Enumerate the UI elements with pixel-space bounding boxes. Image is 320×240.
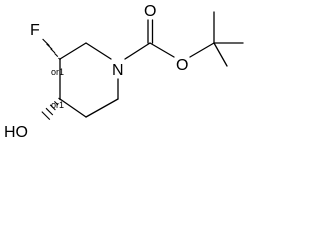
bond-c6-c5: [85, 98, 119, 118]
bond-c3-c2: [59, 42, 87, 60]
atom-hydroxyl: HO: [4, 124, 28, 138]
stereo-flag-c4: or1: [51, 100, 64, 110]
bond-carbonyl-c-ester-o: [149, 42, 175, 58]
atom-carbonyl-oxygen: O: [144, 3, 156, 20]
atom-ester-oxygen: O: [176, 57, 188, 74]
bond-c5-c4: [59, 98, 87, 118]
molecule-structure: F N HO O O or1 or1: [4, 3, 244, 138]
atom-fluorine: F: [30, 22, 40, 39]
bond-n1-carbonyl-c: [124, 42, 151, 60]
hashed-wedge-c3-f: [42, 38, 61, 61]
stereo-flag-c3: or1: [51, 67, 64, 77]
atom-nitrogen: N: [112, 62, 124, 79]
bond-tbu-methyl-down: [213, 42, 228, 67]
bond-c2-n1: [85, 42, 112, 60]
bond-ester-o-tbu-c: [189, 42, 215, 58]
hashed-wedge-c4-oh: [41, 97, 61, 120]
